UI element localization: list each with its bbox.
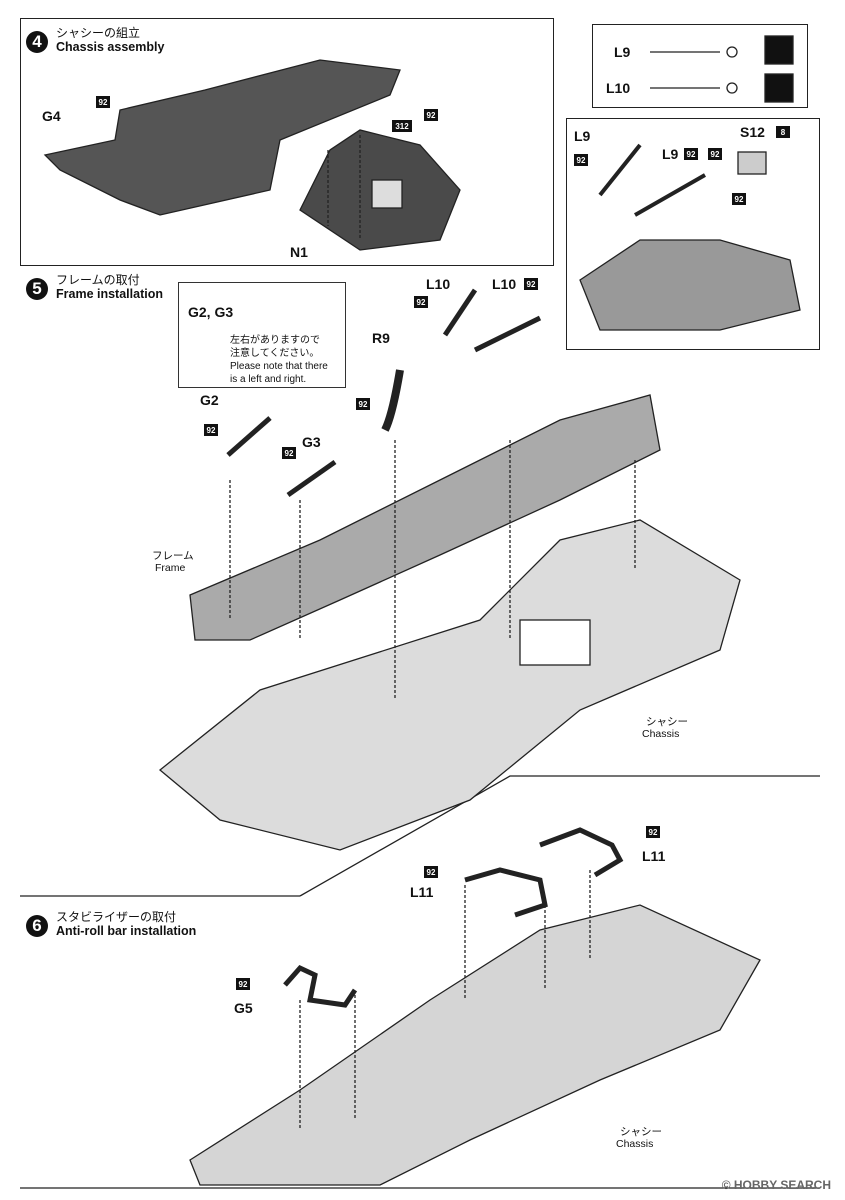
inset-l9-bar-a [598, 143, 642, 197]
watermark: © HOBBY SEARCH [721, 1178, 831, 1192]
g5-bar [283, 964, 358, 1008]
inset-s12-part [737, 151, 767, 175]
part-g5-label: G5 [234, 1000, 253, 1016]
divider-step6-right [299, 775, 820, 897]
code-92-l11-a: 92 [424, 866, 438, 878]
detail-code-92-d: 92 [732, 193, 746, 205]
step6-number: 6 [26, 915, 48, 937]
step5-title-en: Frame installation [56, 287, 163, 301]
step4-title-jp: シャシーの組立 [56, 26, 141, 40]
code-92-g3: 92 [282, 447, 296, 459]
g2-bar [226, 416, 272, 457]
frame-label-jp: フレーム [152, 550, 194, 562]
l10-bar-a [442, 288, 478, 337]
code-92-l10-b: 92 [524, 278, 538, 290]
step6-title-jp: スタビライザーの取付 [56, 910, 177, 924]
step5-number: 5 [26, 278, 48, 300]
step5-frame-assembly [189, 394, 661, 641]
note-text-jp-2: 注意してください。 [230, 348, 320, 359]
r9-hose [381, 369, 404, 432]
step6-title-en: Anti-roll bar installation [56, 924, 197, 938]
detail-s12-label: S12 [740, 124, 765, 140]
code-92-l11-b: 92 [646, 826, 660, 838]
inset-axle-assembly [579, 239, 801, 331]
code-312-step4: 312 [392, 120, 412, 132]
inset-l9-bar-b [634, 173, 706, 217]
code-92-r9: 92 [356, 398, 370, 410]
part-g2-label: G2 [200, 392, 219, 408]
code-92-step4-a: 92 [96, 96, 110, 108]
chassis-label-en-step5: Chassis [642, 728, 680, 740]
part-n1-label: N1 [290, 244, 308, 260]
step5-title-jp: フレームの取付 [56, 273, 140, 287]
l11-bar-a [464, 867, 548, 918]
frame-label-en: Frame [155, 562, 186, 574]
l10-bar-b [473, 315, 542, 353]
step5-chassis-body [158, 519, 741, 851]
note-text-jp-1: 左右がありますので [230, 335, 320, 346]
paint-swatch-l9 [764, 35, 794, 65]
chassis-label-en-step6: Chassis [616, 1138, 654, 1150]
chassis-label-jp-step6: シャシー [620, 1126, 662, 1138]
step4-title-en: Chassis assembly [56, 40, 165, 54]
code-92-l10-a: 92 [414, 296, 428, 308]
part-l11-a-label: L11 [410, 884, 434, 900]
step6-chassis-assembly [189, 904, 761, 1186]
code-92-g5: 92 [236, 978, 250, 990]
note-text-en-1: Please note that there [230, 361, 328, 372]
part-g3-label: G3 [302, 434, 321, 450]
detail-l9-a-label: L9 [574, 128, 591, 144]
code-92-step4-b: 92 [424, 109, 438, 121]
inset-l10-label: L10 [606, 80, 631, 96]
step4-frame [20, 18, 554, 266]
detail-code-92-a: 92 [574, 154, 588, 166]
g3-bar [286, 459, 337, 498]
left-right-note [178, 282, 346, 388]
paint-swatch-l10 [764, 73, 794, 103]
detail-code-92-b: 92 [684, 148, 698, 160]
step4-chassis-part [43, 59, 401, 216]
inset-top-frame [592, 24, 808, 108]
note-parts-label: G2, G3 [188, 304, 234, 320]
part-g4-label: G4 [42, 108, 61, 124]
note-text-en-2: is a left and right. [230, 374, 307, 385]
part-r9-label: R9 [372, 330, 390, 346]
detail-s12-qty: 8 [776, 126, 790, 138]
inset-detail-frame [566, 118, 820, 350]
l11-bar-b [539, 827, 624, 878]
detail-l9-b-label: L9 [662, 146, 679, 162]
part-l10-a-label: L10 [426, 276, 451, 292]
detail-code-92-c: 92 [708, 148, 722, 160]
step4-number: 4 [26, 31, 48, 53]
part-l10-b-label: L10 [492, 276, 517, 292]
chassis-label-jp-step5: シャシー [646, 716, 688, 728]
code-92-g2: 92 [204, 424, 218, 436]
inset-l9-label: L9 [614, 44, 631, 60]
part-l11-b-label: L11 [642, 848, 666, 864]
